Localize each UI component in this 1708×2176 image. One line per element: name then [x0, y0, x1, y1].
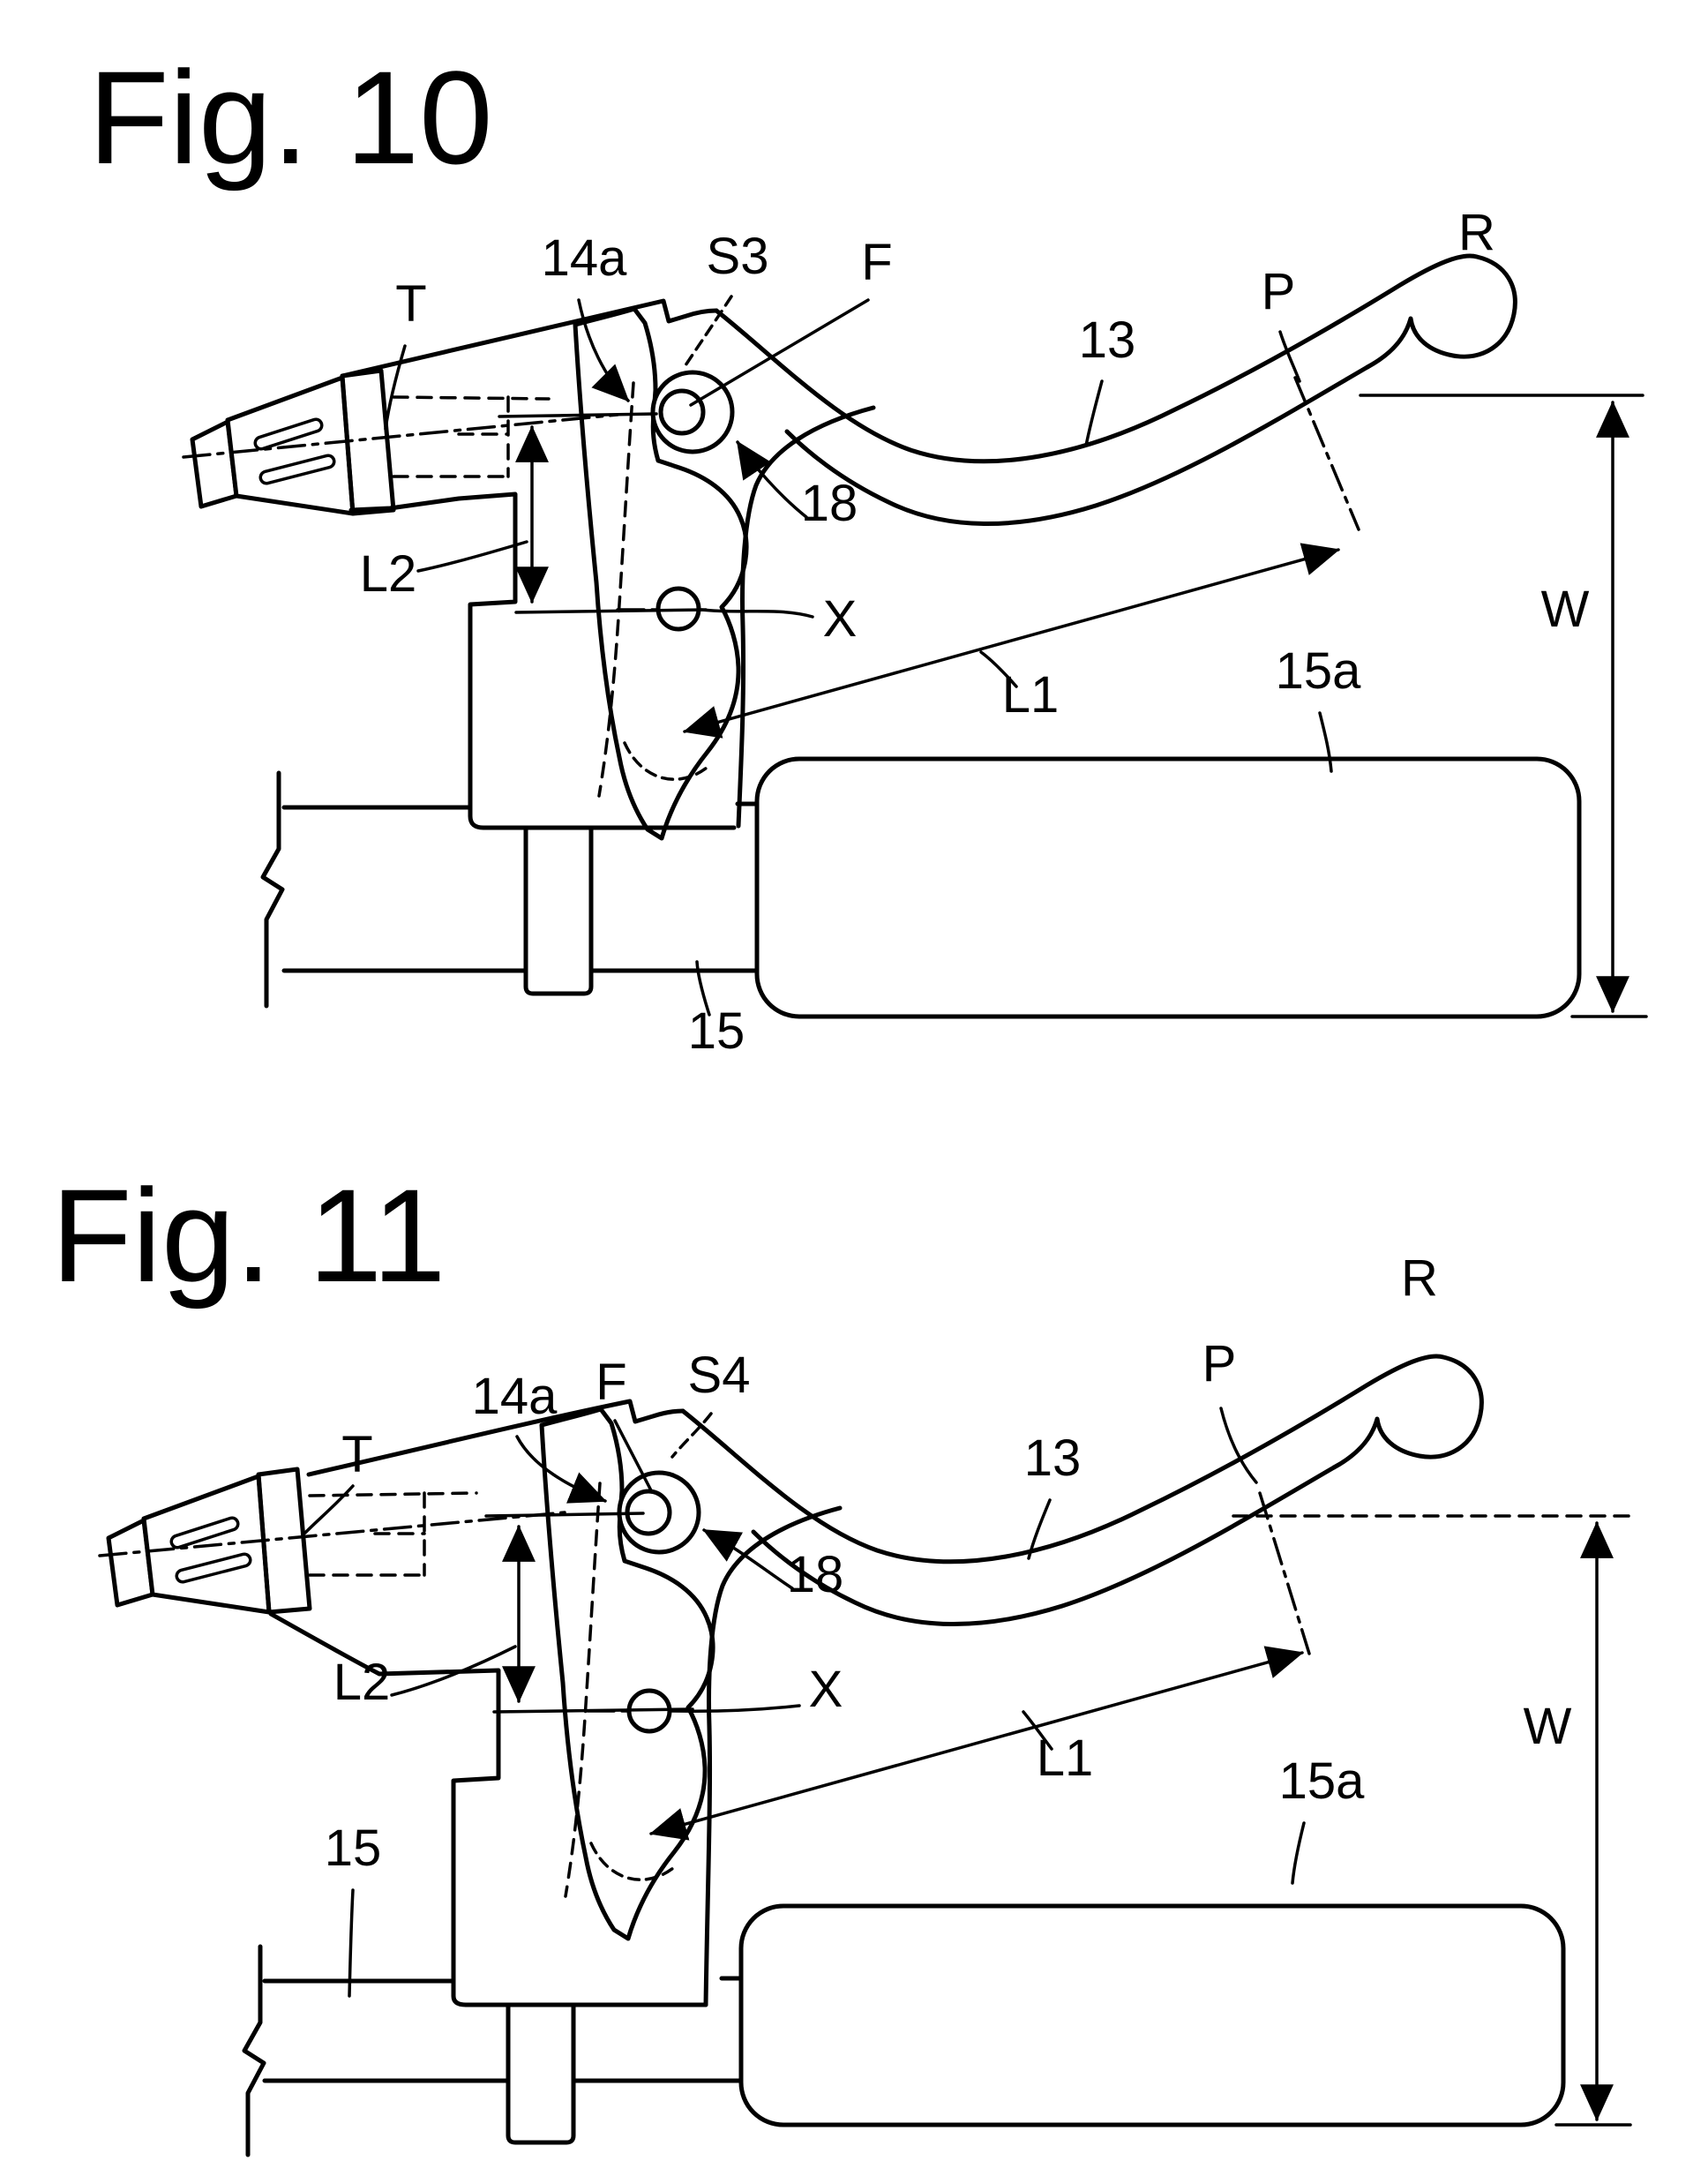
fig11-lever-top-edge — [680, 1354, 1484, 1564]
fig11-knurled-ring — [256, 1467, 312, 1615]
label-13: 13 — [1079, 311, 1136, 369]
fig10-lever-bottom-edge — [784, 364, 1370, 526]
label-L1: L1 — [1037, 1730, 1094, 1787]
fig10-X-leader — [700, 608, 814, 619]
fig11-grip — [738, 1903, 1566, 2127]
fig11-L1-line — [649, 1646, 1304, 1841]
label-T: T — [341, 1426, 372, 1483]
fig10-lever-top-edge — [714, 253, 1517, 464]
fig10-clamp-bolt-tab — [523, 825, 594, 996]
label-15: 15 — [688, 1002, 745, 1060]
fig10-L2-leader — [416, 540, 528, 573]
label-L1: L1 — [1002, 666, 1060, 724]
fig10-15a-leader — [1318, 711, 1333, 773]
fig10-S3-leader — [684, 295, 733, 367]
fig10-title: Fig. 10 — [88, 43, 493, 191]
label-F: F — [596, 1354, 626, 1411]
fig10-15-leader — [695, 960, 711, 1017]
label-L2: L2 — [360, 545, 417, 603]
label-14a: 14a — [542, 229, 628, 287]
label-W: W — [1524, 1698, 1572, 1755]
label-R: R — [1458, 204, 1495, 261]
fig11-14a-leader — [515, 1435, 607, 1504]
fig11-L1-leader — [1022, 1710, 1053, 1751]
fig11-bracket-top-edge — [306, 1399, 685, 1477]
fig11-15a-leader — [1291, 1821, 1306, 1885]
fig10-drawing: Fig. 10 — [88, 43, 1648, 1019]
fig11-cone-slot2 — [178, 1556, 249, 1580]
fig11-F-leader — [613, 1419, 654, 1494]
fig11-P-tick — [1258, 1491, 1311, 1655]
fig11-drawing: Fig. 11 — [51, 1161, 1632, 2157]
label-14a: 14a — [472, 1368, 558, 1425]
fig11-L2-top-tick — [484, 1512, 645, 1518]
fig10-F-leader — [689, 298, 870, 407]
fig10-T-leader — [384, 344, 407, 431]
label-F: F — [861, 234, 892, 291]
label-W: W — [1541, 581, 1590, 638]
fig10-grip — [754, 756, 1582, 1019]
fig11-18-leader — [702, 1528, 794, 1590]
fig11-X-leader — [670, 1704, 801, 1713]
fig10-handlebar — [281, 801, 760, 973]
fig11-clamp-band — [268, 1611, 708, 2007]
fig11-lever-bottom-edge — [751, 1465, 1337, 1626]
fig11-clamp-bolt-tab — [506, 2002, 576, 2145]
fig10-cone-slot — [257, 421, 320, 447]
fig10-cone-slot2 — [262, 457, 333, 482]
label-18: 18 — [801, 475, 858, 532]
label-X: X — [809, 1661, 843, 1718]
fig11-S4-leader — [670, 1412, 713, 1459]
label-18: 18 — [787, 1546, 844, 1603]
label-15a: 15a — [1276, 642, 1362, 700]
fig11-title: Fig. 11 — [51, 1161, 446, 1309]
fig11-hidden-rod — [308, 1491, 478, 1577]
fig11-P-leader — [1219, 1407, 1258, 1484]
fig10-hidden-rod — [392, 395, 551, 478]
fig10-P-tick — [1293, 376, 1360, 531]
fig11-T-leader — [303, 1484, 355, 1534]
fig11-L2-leader — [390, 1645, 517, 1697]
label-R: R — [1401, 1249, 1438, 1307]
fig10-pivot-F — [658, 388, 706, 436]
fig10-L2-top-tick — [498, 412, 658, 418]
label-S3: S3 — [707, 228, 769, 285]
fig10-L2-bottom-tick — [514, 608, 708, 614]
fig10-13-leader — [1084, 379, 1104, 447]
fig10-knurled-ring — [340, 368, 396, 516]
label-P: P — [1262, 263, 1296, 320]
label-13: 13 — [1024, 1429, 1082, 1487]
fig10-14a-leader — [577, 298, 630, 402]
label-S4: S4 — [688, 1347, 751, 1404]
fig11-13-leader — [1027, 1498, 1052, 1560]
fig11-handlebar-break — [242, 1944, 266, 2157]
label-15: 15 — [325, 1820, 382, 1877]
label-L2: L2 — [333, 1654, 391, 1711]
fig11-handlebar — [262, 1976, 744, 2083]
fig10-P-leader — [1278, 330, 1301, 383]
label-P: P — [1202, 1335, 1237, 1392]
fig11-hidden-spring-arc — [589, 1842, 679, 1881]
fig10-clamp-band — [348, 491, 737, 830]
fig10-axis-centerline — [182, 413, 619, 459]
label-X: X — [823, 590, 858, 648]
fig10-L1-leader — [979, 650, 1018, 688]
fig11-cone-slot — [173, 1519, 236, 1546]
fig10-hidden-spring-arc — [623, 741, 713, 781]
label-15a: 15a — [1279, 1752, 1366, 1810]
fig10-18-leader — [736, 440, 808, 519]
fig11-axis-centerline — [98, 1511, 566, 1557]
fig10-handlebar-break — [260, 770, 285, 1009]
fig10-L1-line — [683, 543, 1340, 739]
fig11-15-leader — [348, 1888, 355, 1998]
fig10-bracket-top-edge — [340, 298, 719, 379]
label-T: T — [395, 275, 426, 333]
